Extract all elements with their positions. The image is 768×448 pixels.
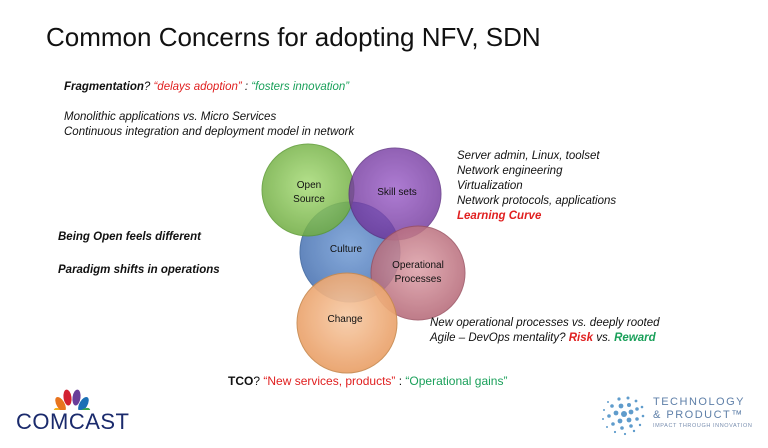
fragmentation-label: Fragmentation: [64, 81, 144, 93]
tp-logo-line-2: & PRODUCT™: [653, 409, 744, 421]
tco-q: ?: [253, 374, 264, 388]
open-label-1: Open: [297, 180, 321, 191]
top-line-2: Continuous integration and deployment mo…: [64, 126, 355, 138]
bottom-right-line-2: Agile – DevOps mentality? Risk vs. Rewar…: [430, 332, 656, 344]
left-note-2: Paradigm shifts in operations: [58, 264, 220, 276]
delays-adoption: “delays adoption”: [153, 81, 242, 93]
operational-circle: [370, 225, 466, 321]
reward-word: Reward: [614, 332, 656, 344]
skill-item-4: Network protocols, applications: [457, 195, 617, 207]
fosters-innovation: “fosters innovation”: [251, 81, 350, 93]
risk-word: Risk: [568, 332, 593, 344]
skill-item-1: Server admin, Linux, toolset: [457, 150, 600, 162]
skill-item-2: Network engineering: [457, 165, 563, 177]
technology-product-swirl-icon: [602, 396, 645, 436]
culture-label: Culture: [330, 244, 363, 255]
change-circle: [296, 272, 398, 374]
venn-diagram: Open Source Skill sets Culture Operation…: [261, 143, 466, 374]
tp-logo-tagline: IMPACT THROUGH INNOVATION: [653, 423, 753, 429]
tco-line: TCO? “New services, products” : “Operati…: [228, 374, 507, 388]
left-note-1: Being Open feels different: [58, 231, 201, 243]
skill-item-3: Virtualization: [457, 180, 523, 192]
operational-label-2: Processes: [395, 274, 442, 285]
new-services: “New services, products”: [263, 374, 396, 388]
operational-label-1: Operational: [392, 260, 444, 271]
open-label-2: Source: [293, 194, 325, 205]
top-line-1: Monolithic applications vs. Micro Servic…: [64, 111, 277, 123]
vs-word: vs.: [593, 332, 615, 344]
change-label: Change: [327, 314, 362, 325]
bottom-right-line-1: New operational processes vs. deeply roo…: [430, 317, 660, 329]
operational-gains: “Operational gains”: [405, 374, 508, 388]
tco-colon: :: [395, 374, 406, 388]
agile-devops: Agile – DevOps mentality?: [430, 332, 569, 344]
comcast-peacock-icon: [53, 389, 91, 410]
comcast-logo: COMCAST: [16, 409, 130, 434]
tco-label: TCO: [228, 374, 254, 388]
slide-title: Common Concerns for adopting NFV, SDN: [46, 22, 541, 52]
tp-logo-line-1: TECHNOLOGY: [653, 396, 746, 408]
fragmentation-line: Fragmentation? “delays adoption” : “fost…: [64, 81, 349, 93]
learning-curve: Learning Curve: [457, 210, 542, 222]
fragmentation-q: ?: [143, 81, 154, 93]
fragmentation-colon: :: [241, 81, 252, 93]
skill-sets-label: Skill sets: [377, 187, 416, 198]
